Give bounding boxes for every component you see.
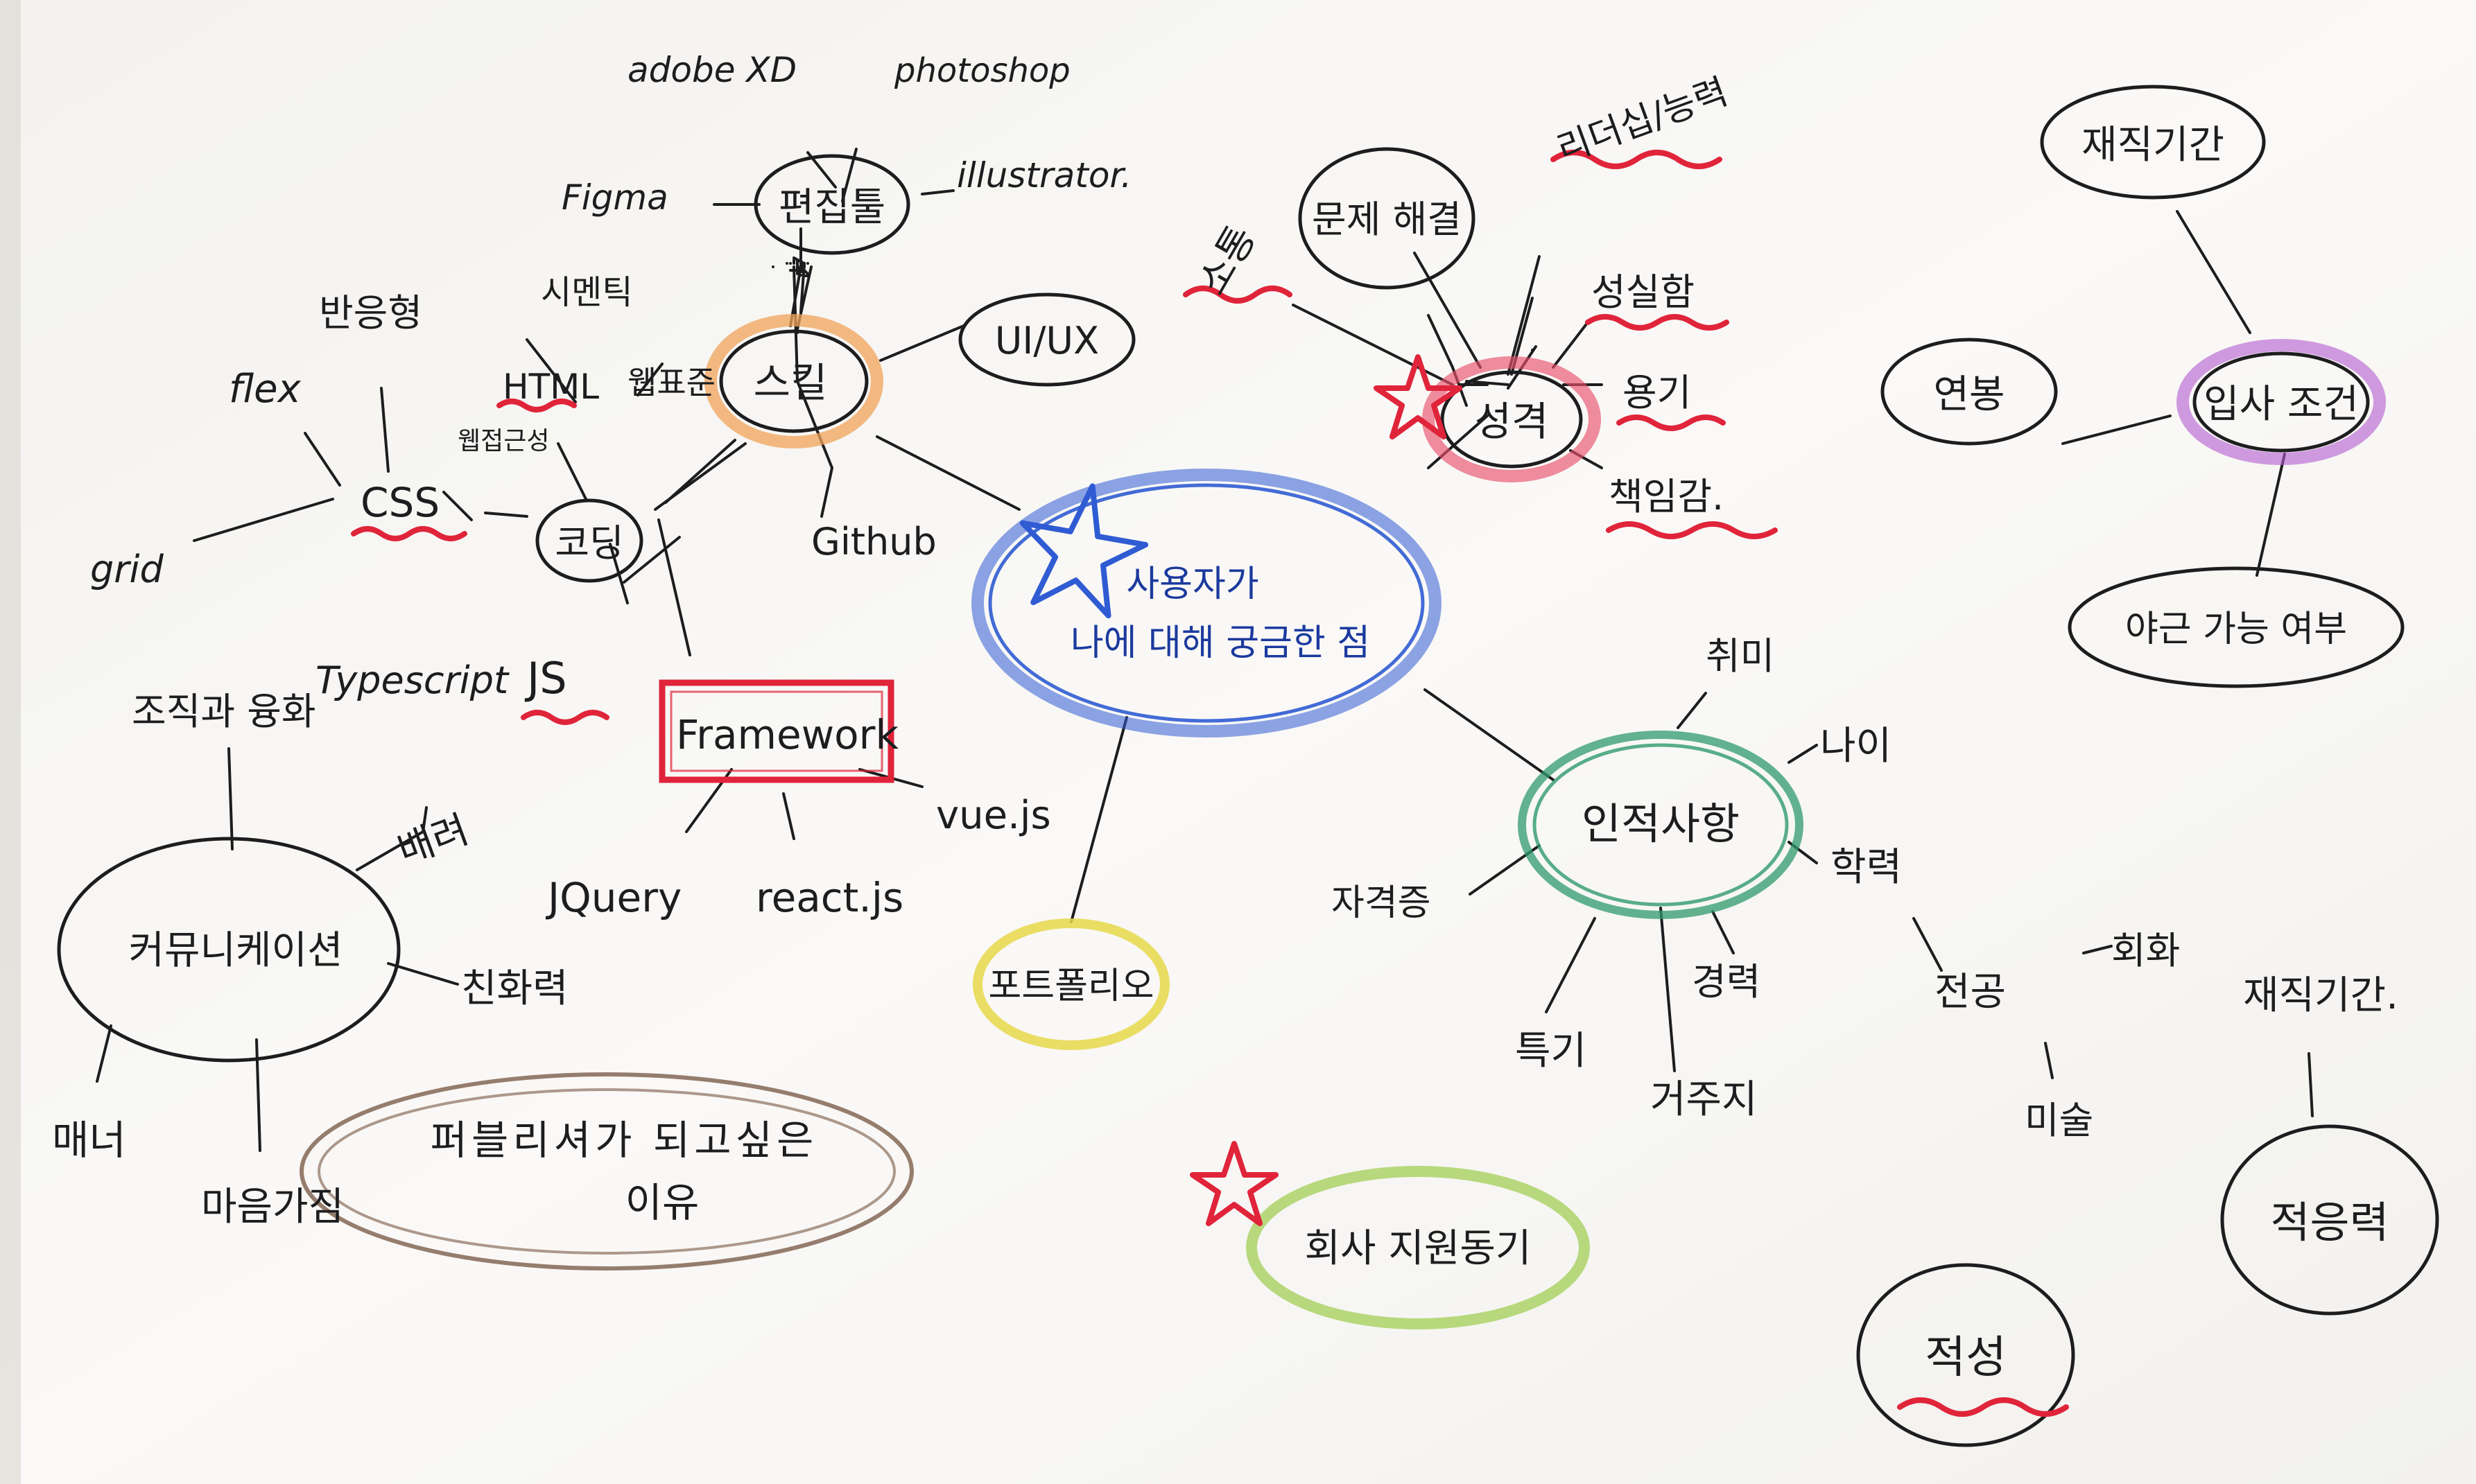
problem-solving-bubble <box>1298 147 1475 290</box>
certificate-label: 자격증 <box>1331 882 1431 924</box>
motivation-lime-highlight <box>1246 1166 1590 1329</box>
responsibility-label: 책임감. <box>1609 475 1724 518</box>
mindset-label: 마음가짐 <box>201 1185 344 1230</box>
sincerity-label: 성실함 <box>1591 270 1695 314</box>
portfolio-label: 포트폴리오 <box>988 966 1154 1007</box>
semantic-label: 시멘틱 <box>541 273 632 312</box>
colored-highlights <box>300 314 2386 1329</box>
communication-bubble <box>57 837 401 1063</box>
uiux-label: UI/UX <box>995 319 1099 363</box>
hiring-label: 입사 조건 <box>2204 382 2359 427</box>
painting-label: 회화 <box>2111 929 2180 972</box>
education-label: 학력 <box>1830 845 1902 890</box>
tenure-bubble <box>2040 85 2266 200</box>
aptitude-label: 적성 <box>1925 1332 2007 1383</box>
tenure-bottom-label: 재직기간. <box>2243 973 2398 1018</box>
specialty-label: 특기 <box>1515 1029 1586 1074</box>
web-standard-label: 웹표준 <box>627 364 716 401</box>
residence-label: 거주지 <box>1650 1077 1758 1122</box>
motivation-label: 회사 지원동기 <box>1305 1226 1532 1271</box>
overtime-label: 야근 가능 여부 <box>2125 609 2347 650</box>
hiring-bubble <box>2192 351 2370 453</box>
publisher-reason-line1: 퍼블리셔가 되고싶은 <box>431 1117 818 1164</box>
manners-label: 매너 <box>52 1117 126 1164</box>
personality-label: 성격 <box>1475 398 1549 445</box>
center-blue-highlight <box>971 469 1442 737</box>
blue-star-icon <box>1019 483 1149 619</box>
problem-solving-label: 문제 해결 <box>1312 198 1462 241</box>
publisher-brown-highlight <box>300 1072 914 1271</box>
left-shadow <box>0 0 21 1484</box>
age-label: 나이 <box>1820 724 1891 769</box>
js-label: JS <box>524 653 567 704</box>
grid-label: grid <box>90 548 164 591</box>
adaptability-bubble <box>2220 1124 2439 1316</box>
labels: 사용자가 나에 대해 궁금한 점 스킬 편집툴 adobe XD photosh… <box>52 50 2398 1383</box>
harmony-label: 조직과 융화 <box>132 690 316 733</box>
red-star-icon <box>1374 354 1462 439</box>
css-label: CSS <box>361 479 440 526</box>
courage-label: 용기 <box>1622 371 1691 414</box>
info-green-highlight <box>1518 731 1803 919</box>
github-label: Github <box>811 520 937 564</box>
vue-label: vue.js <box>936 793 1051 838</box>
red-underlines <box>351 150 2069 1417</box>
html-label: HTML <box>503 367 599 407</box>
framework-label: Framework <box>676 711 899 758</box>
art-label: 미술 <box>2025 1099 2093 1142</box>
flex-label: flex <box>229 367 302 412</box>
center-title-line2: 나에 대해 궁금한 점 <box>1071 622 1370 664</box>
personality-pink-highlight <box>1422 356 1601 482</box>
publisher-reason-line2: 이유 <box>625 1179 700 1226</box>
edit-tools-bubble <box>754 154 910 255</box>
photoshop-label: photoshop <box>894 51 1071 90</box>
skill-bubble <box>719 329 869 433</box>
react-label: react.js <box>756 874 903 921</box>
web-accessibility-label: 웹접근성 <box>458 427 549 455</box>
responsive-label: 반응형 <box>319 291 422 335</box>
framework-box <box>659 679 894 783</box>
skill-orange-highlight <box>704 314 883 448</box>
portfolio-yellow-highlight <box>973 918 1170 1050</box>
communication-label: 커뮤니케이션 <box>128 928 343 973</box>
tenure-top-label: 재직기간 <box>2081 123 2224 168</box>
star-marks <box>1019 354 1462 1226</box>
personality-bubble <box>1440 370 1583 469</box>
node-outlines <box>57 85 2439 1447</box>
coding-label: 코딩 <box>555 521 623 565</box>
salary-label: 연봉 <box>1933 372 2005 417</box>
skill-label: 스킬 <box>754 359 828 406</box>
jquery-label: JQuery <box>546 874 682 921</box>
edit-tools-label: 편집툴 <box>779 185 886 230</box>
adobe-xd-label: adobe XD <box>627 50 797 90</box>
coding-bubble <box>535 498 643 583</box>
illustrator-label: illustrator. <box>957 155 1132 195</box>
center-title-line1: 사용자가 <box>1126 564 1258 605</box>
figma-label: Figma <box>562 177 668 218</box>
overtime-bubble <box>2068 566 2405 688</box>
uiux-bubble <box>958 293 1136 387</box>
aptitude-bubble <box>1856 1263 2075 1447</box>
career-label: 경력 <box>1692 960 1760 1004</box>
red-star-icon-2 <box>1190 1141 1279 1226</box>
major-label: 전공 <box>1934 970 2006 1015</box>
hobby-label: 취미 <box>1706 634 1774 678</box>
hiring-purple-highlight <box>2176 339 2386 465</box>
friendliness-label: 친화력 <box>461 966 569 1011</box>
typescript-label: Typescript <box>315 658 510 702</box>
salary-bubble <box>1880 338 2058 446</box>
personal-info-label: 인적사항 <box>1582 798 1740 849</box>
adaptability-label: 적응력 <box>2270 1197 2389 1248</box>
